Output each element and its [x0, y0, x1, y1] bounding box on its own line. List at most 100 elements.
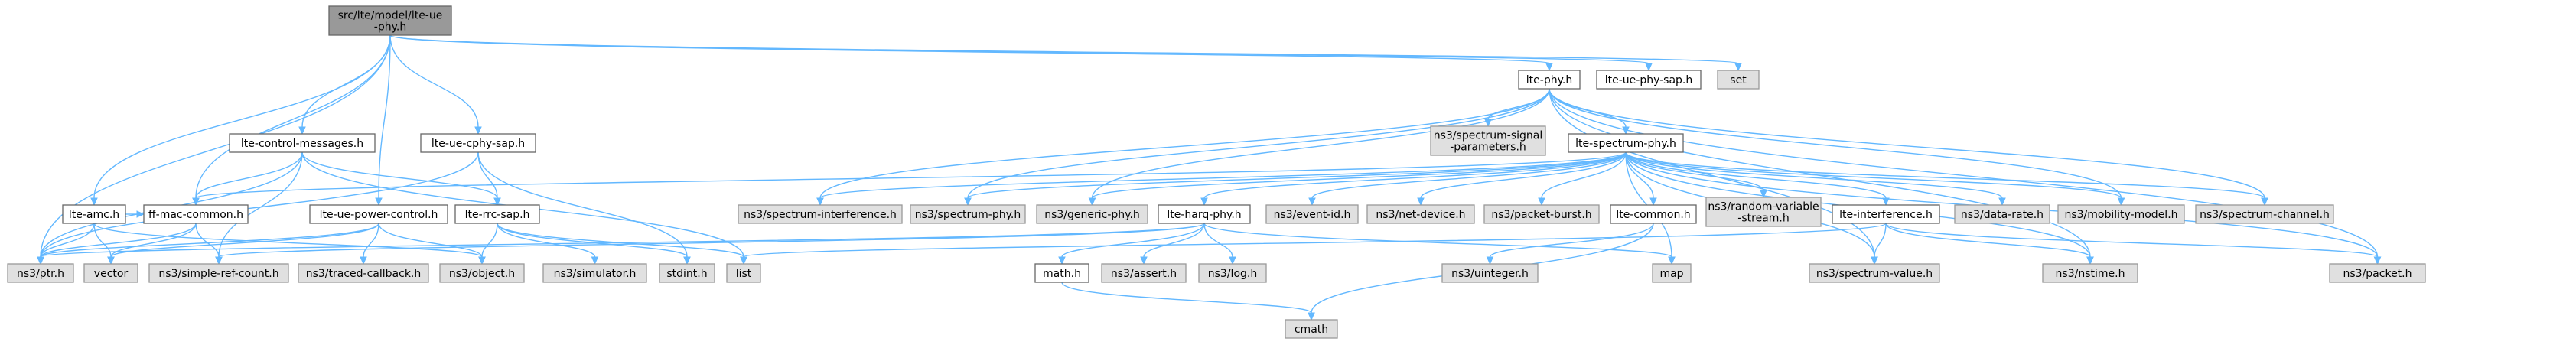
node-map: map	[1652, 263, 1692, 283]
edge-lte-spectrum-phy-to-generic-phy	[1088, 151, 1627, 207]
edge-lte-ue-cphy-sap-to-lte-rrc-sap	[477, 151, 501, 207]
node-lte-phy[interactable]: lte-phy.h	[1518, 70, 1581, 90]
node-box-vector	[83, 263, 138, 283]
node-label-lte-ue-power-control: lte-ue-power-control.h	[320, 209, 438, 221]
node-traced-callback: ns3/traced-callback.h	[298, 263, 429, 283]
edge-lte-harq-phy-to-map	[1203, 223, 1676, 265]
node-set: set	[1717, 70, 1760, 90]
node-lte-ue-cphy-sap[interactable]: lte-ue-cphy-sap.h	[420, 133, 536, 153]
node-box-list	[726, 263, 761, 283]
node-vector: vector	[83, 263, 138, 283]
node-cmath: cmath	[1285, 319, 1338, 339]
node-box-map	[1652, 263, 1692, 283]
node-label-assert: ns3/assert.h	[1111, 268, 1177, 280]
node-lte-rrc-sap[interactable]: lte-rrc-sap.h	[454, 204, 540, 224]
node-lte-harq-phy[interactable]: lte-harq-phy.h	[1158, 204, 1251, 224]
dependency-edges	[37, 34, 2382, 321]
node-label-data-rate: ns3/data-rate.h	[1961, 209, 2044, 221]
node-box-simple-ref-count	[148, 263, 289, 283]
edge-lte-harq-phy-to-ptr	[37, 223, 1205, 265]
node-label-lte-common: lte-common.h	[1616, 209, 1690, 221]
node-label-packet-burst: ns3/packet-burst.h	[1491, 209, 1591, 221]
node-box-lte-spectrum-phy	[1568, 133, 1684, 153]
node-lte-common[interactable]: lte-common.h	[1610, 204, 1697, 224]
edge-lte-spectrum-phy-to-event-id	[1308, 151, 1627, 207]
node-box-nstime	[2042, 263, 2138, 283]
node-box-packet	[2329, 263, 2426, 283]
edge-lte-spectrum-phy-to-data-rate	[1625, 151, 2006, 207]
node-box-stdint	[659, 263, 715, 283]
node-box-ff-mac-common	[143, 204, 249, 224]
node-box-simulator	[542, 263, 647, 283]
node-lte-spectrum-phy[interactable]: lte-spectrum-phy.h	[1568, 133, 1684, 153]
edge-lte-spectrum-phy-to-mobility-model	[1625, 151, 2125, 207]
node-label-net-device: ns3/net-device.h	[1376, 209, 1465, 221]
node-random-variable-stream: ns3/random-variable-stream.h	[1705, 197, 1822, 227]
edge-root-to-ff-mac-common	[192, 34, 391, 207]
node-box-set	[1717, 70, 1760, 90]
edge-lte-amc-to-object	[93, 223, 486, 265]
node-label-simulator: ns3/simulator.h	[554, 268, 637, 280]
node-label-ff-mac-common: ff-mac-common.h	[148, 209, 243, 221]
edge-lte-spectrum-phy-to-spectrum-channel	[1625, 151, 2268, 207]
node-label-spectrum-phy: ns3/spectrum-phy.h	[915, 209, 1021, 221]
node-packet: ns3/packet.h	[2329, 263, 2426, 283]
node-label-lte-rrc-sap: lte-rrc-sap.h	[465, 209, 530, 221]
node-label-lte-harq-phy: lte-harq-phy.h	[1167, 209, 1241, 221]
node-box-math	[1034, 263, 1089, 283]
node-box-lte-control-messages	[229, 133, 376, 153]
node-lte-interference[interactable]: lte-interference.h	[1832, 204, 1940, 224]
node-root[interactable]: src/lte/model/lte-ue-phy.h	[328, 5, 452, 36]
node-box-lte-rrc-sap	[454, 204, 540, 224]
edge-math-to-cmath	[1061, 282, 1315, 321]
node-box-spectrum-interference	[738, 204, 903, 224]
node-math[interactable]: math.h	[1034, 263, 1089, 283]
node-box-spectrum-signal-parameters	[1430, 125, 1546, 156]
node-box-event-id	[1265, 204, 1359, 224]
edge-ff-mac-common-to-ptr	[37, 223, 197, 265]
node-label-spectrum-interference: ns3/spectrum-interference.h	[744, 209, 897, 221]
edge-lte-amc-to-ff-mac-common	[125, 210, 145, 218]
node-lte-amc[interactable]: lte-amc.h	[62, 204, 126, 224]
edge-lte-interference-to-list	[740, 223, 1887, 265]
node-box-packet-burst	[1483, 204, 1600, 224]
node-event-id: ns3/event-id.h	[1265, 204, 1359, 224]
node-lte-ue-power-control[interactable]: lte-ue-power-control.h	[309, 204, 448, 224]
node-label-lte-interference: lte-interference.h	[1839, 209, 1933, 221]
node-box-object	[439, 263, 525, 283]
node-box-generic-phy	[1036, 204, 1148, 224]
node-lte-ue-phy-sap[interactable]: lte-ue-phy-sap.h	[1596, 70, 1702, 90]
node-assert: ns3/assert.h	[1101, 263, 1187, 283]
edge-lte-phy-to-packet	[1549, 88, 2382, 265]
node-label-random-variable-stream: -stream.h	[1737, 213, 1789, 225]
node-box-spectrum-phy	[910, 204, 1026, 224]
node-lte-control-messages[interactable]: lte-control-messages.h	[229, 133, 376, 153]
node-ff-mac-common[interactable]: ff-mac-common.h	[143, 204, 249, 224]
node-label-map: map	[1659, 268, 1683, 280]
node-data-rate: ns3/data-rate.h	[1954, 204, 2050, 224]
node-list: list	[726, 263, 761, 283]
node-label-root: src/lte/model/lte-ue	[338, 10, 443, 22]
node-label-lte-control-messages: lte-control-messages.h	[241, 138, 363, 150]
node-label-ptr: ns3/ptr.h	[17, 268, 64, 280]
edge-root-to-lte-phy	[389, 34, 1553, 72]
node-label-list: list	[736, 268, 752, 280]
node-spectrum-value: ns3/spectrum-value.h	[1809, 263, 1940, 283]
node-label-spectrum-signal-parameters: ns3/spectrum-signal	[1434, 130, 1543, 142]
node-label-event-id: ns3/event-id.h	[1274, 209, 1351, 221]
node-label-simple-ref-count: ns3/simple-ref-count.h	[158, 268, 278, 280]
node-box-net-device	[1366, 204, 1475, 224]
node-box-cmath	[1285, 319, 1338, 339]
node-box-lte-interference	[1832, 204, 1940, 224]
edge-root-to-lte-ue-cphy-sap	[389, 34, 482, 135]
edge-lte-spectrum-phy-to-lte-interference	[1625, 151, 1890, 207]
node-nstime: ns3/nstime.h	[2042, 263, 2138, 283]
node-label-lte-spectrum-phy: lte-spectrum-phy.h	[1575, 138, 1676, 150]
node-label-nstime: ns3/nstime.h	[2056, 268, 2125, 280]
edge-lte-amc-to-ptr	[37, 223, 95, 265]
node-object: ns3/object.h	[439, 263, 525, 283]
edge-lte-spectrum-phy-to-lte-harq-phy	[1200, 151, 1627, 207]
edge-lte-spectrum-phy-to-spectrum-interference	[816, 151, 1627, 207]
edge-lte-harq-phy-to-math	[1058, 223, 1205, 265]
